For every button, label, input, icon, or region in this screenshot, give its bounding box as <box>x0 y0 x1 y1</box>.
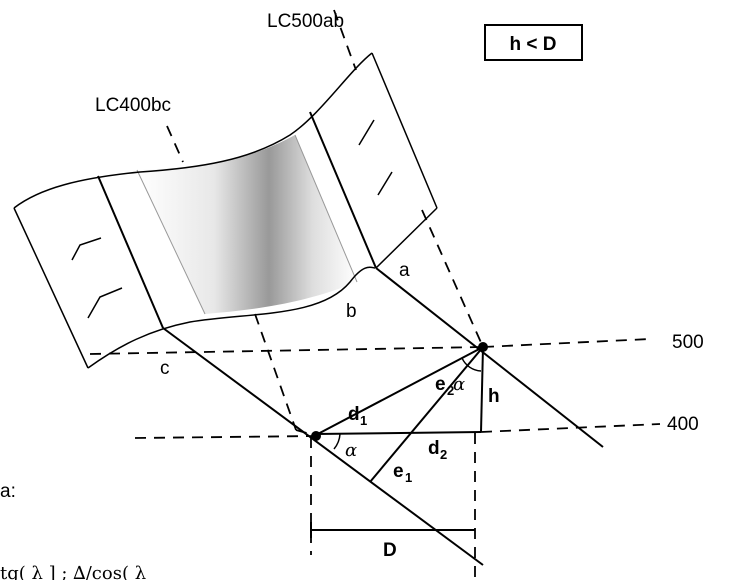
angle-upper-symbol: α <box>453 374 465 395</box>
folded-surface <box>13 52 438 369</box>
point-lower <box>311 431 321 441</box>
level-500-label: 500 <box>672 332 704 353</box>
d2-subscript: 2 <box>440 447 447 462</box>
point-a-label: a <box>399 260 410 281</box>
e1-subscript: 1 <box>405 470 412 485</box>
dip-ticks <box>71 119 393 319</box>
point-c-label: c <box>160 358 170 379</box>
h-label: h <box>488 386 500 407</box>
d2-label: d <box>428 438 440 459</box>
shaded-fold-band <box>136 134 358 315</box>
condition-box <box>484 24 583 61</box>
dashed-lines <box>89 9 661 578</box>
angle-arcs <box>333 357 482 450</box>
e1-label: e <box>393 461 404 482</box>
angle-lower-symbol: α <box>345 440 357 461</box>
d1-subscript: 1 <box>360 413 367 428</box>
point-upper <box>478 342 488 352</box>
point-b-label: b <box>346 301 357 322</box>
formula-partial: tg( λ ] ; ∆/cos( λ <box>0 563 146 580</box>
condition-label: h < D <box>510 34 557 55</box>
layer-bottom-label: LC400bc <box>95 95 171 116</box>
d1-label: d <box>348 404 360 425</box>
e2-label: e <box>435 374 446 395</box>
e2-subscript: 2 <box>447 383 454 398</box>
caption-partial: a: <box>0 481 16 502</box>
construction-lines <box>162 267 604 566</box>
layer-top-label: LC500ab <box>267 11 344 32</box>
distance-label: D <box>383 540 397 561</box>
level-400-label: 400 <box>667 414 699 435</box>
